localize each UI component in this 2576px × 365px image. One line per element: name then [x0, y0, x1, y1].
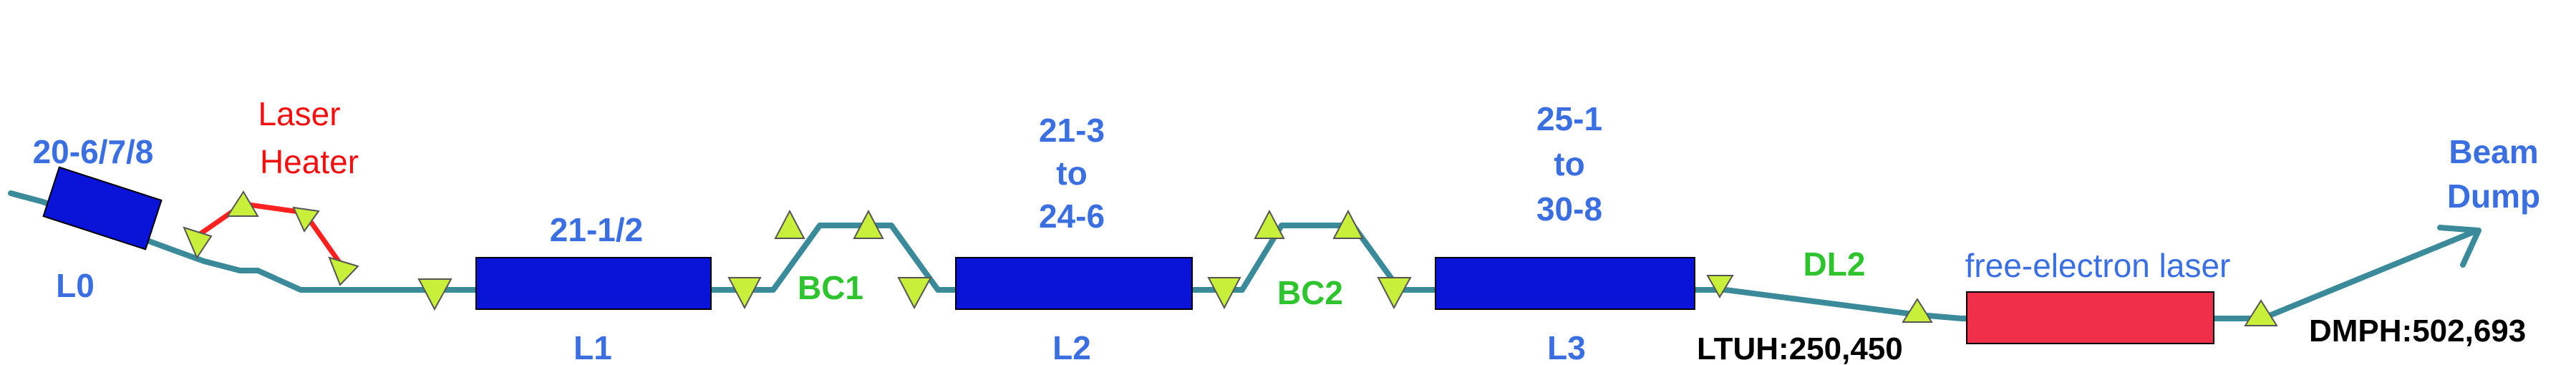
lh-magnet-3-triangle-icon	[292, 206, 320, 233]
magnet-bc2-1-triangle-icon	[1207, 277, 1241, 310]
magnet-ltuh-triangle-icon	[1902, 298, 1933, 323]
l3-label: L3	[1547, 329, 1586, 365]
l0-block	[42, 166, 163, 250]
magnet-post-l3-triangle-icon	[1706, 275, 1734, 298]
l1-label: L1	[573, 329, 612, 365]
laser-heater-chicane	[195, 201, 346, 271]
lh-magnet-2-triangle-icon	[226, 190, 259, 217]
heater-label: Heater	[260, 143, 359, 180]
l2-top-label-1: 21-3	[1039, 112, 1105, 149]
l3-top-label-2: to	[1554, 145, 1584, 182]
laser-label: Laser	[258, 95, 340, 132]
bc1-label: BC1	[798, 269, 863, 306]
magnet-bc2-4-triangle-icon	[1377, 277, 1412, 310]
magnet-bc1-1-triangle-icon	[727, 277, 762, 310]
magnet-bc1-2-triangle-icon	[774, 209, 805, 239]
dl2-label: DL2	[1803, 245, 1866, 283]
dmph-label: DMPH:502,693	[2309, 313, 2526, 349]
ltuh-label: LTUH:250,450	[1697, 331, 1903, 365]
l0-top-label: 20-6/7/8	[33, 133, 154, 170]
lh-magnet-1-triangle-icon	[183, 226, 213, 260]
l2-label: L2	[1052, 329, 1091, 365]
magnet-bc1-4-triangle-icon	[897, 277, 932, 310]
l2-top-label-3: 24-6	[1039, 198, 1105, 235]
beam-label: Beam	[2449, 133, 2538, 170]
magnet-dmph-triangle-icon	[2244, 299, 2278, 326]
fel-block	[1966, 291, 2214, 344]
l3-top-label-1: 25-1	[1536, 100, 1602, 137]
lh-magnet-4-triangle-icon	[328, 256, 359, 286]
l3-block	[1435, 257, 1695, 310]
magnet-bc2-2-triangle-icon	[1254, 209, 1285, 239]
l1-block	[475, 257, 712, 310]
magnet-bc1-3-triangle-icon	[853, 209, 884, 239]
magnet-pre-l1-triangle-icon	[417, 278, 452, 311]
fel-label: free-electron laser	[1965, 247, 2231, 284]
l0-label: L0	[56, 267, 95, 304]
l1-top-label: 21-1/2	[550, 211, 643, 248]
magnet-bc2-3-triangle-icon	[1332, 209, 1364, 239]
l2-top-label-2: to	[1056, 155, 1087, 192]
beam-dump-arrow-icon	[2437, 225, 2481, 268]
l3-top-label-3: 30-8	[1536, 190, 1602, 228]
bc2-label: BC2	[1277, 274, 1343, 311]
l2-block	[955, 257, 1193, 310]
dump-label: Dump	[2447, 177, 2540, 215]
